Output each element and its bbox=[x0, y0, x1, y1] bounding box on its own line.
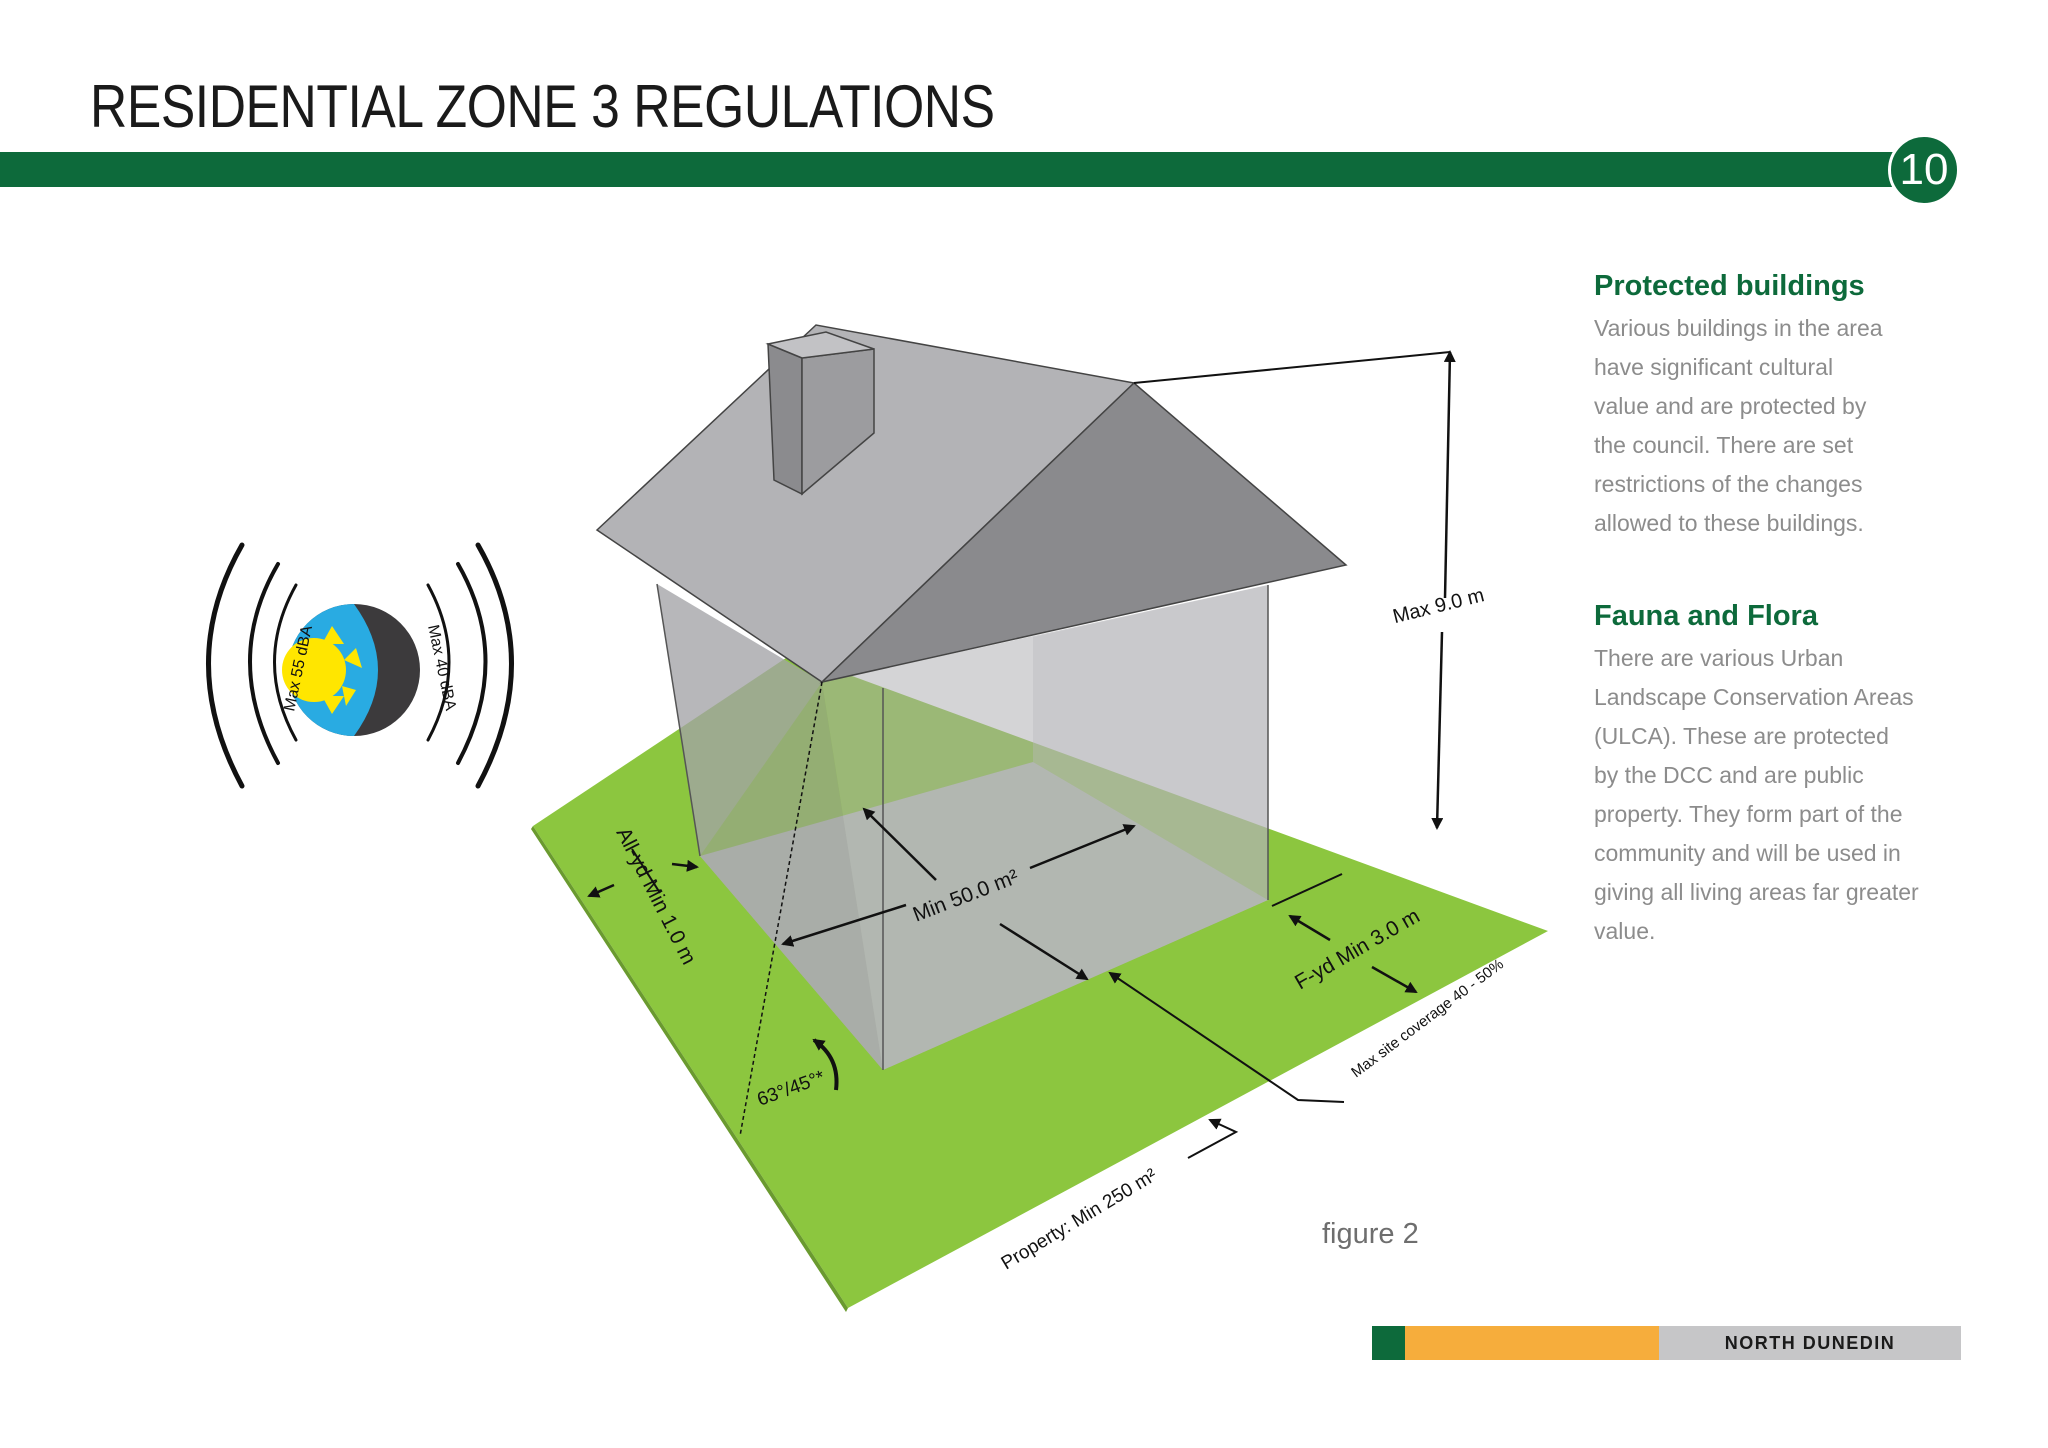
all-yard-arrow-right bbox=[671, 859, 699, 872]
noise-night-label: Max 40 dBA bbox=[424, 623, 459, 712]
front-yard-arrow-down bbox=[1371, 965, 1418, 994]
body-line: community and will be used in bbox=[1594, 840, 1901, 866]
section-body: There are various Urban Landscape Conser… bbox=[1594, 639, 1974, 951]
section-heading: Protected buildings bbox=[1594, 270, 1865, 302]
roof-right bbox=[819, 381, 1348, 684]
front-yard-arrow-up bbox=[1288, 914, 1331, 942]
all-yard-tick bbox=[631, 848, 661, 894]
protected-buildings-section: Protected buildings Various buildings in… bbox=[1594, 270, 1974, 543]
property-size-leader bbox=[1187, 1118, 1239, 1159]
site-coverage-leader bbox=[1108, 971, 1345, 1103]
page-number: 10 bbox=[1888, 134, 1960, 206]
house-front-wall-left bbox=[657, 584, 883, 1070]
front-yard-tick bbox=[1271, 873, 1343, 907]
body-line: restrictions of the changes bbox=[1594, 471, 1863, 497]
body-line: (ULCA). These are protected bbox=[1594, 723, 1889, 749]
footer-label: NORTH DUNEDIN bbox=[1659, 1326, 1961, 1360]
body-line: Landscape Conservation Areas bbox=[1594, 684, 1914, 710]
floor-arrow-up bbox=[862, 807, 937, 881]
height-leader-top bbox=[1133, 351, 1451, 384]
body-line: There are various Urban bbox=[1594, 645, 1844, 671]
chimney-top bbox=[765, 331, 875, 359]
header-bar bbox=[0, 152, 1940, 187]
page-title: RESIDENTIAL ZONE 3 REGULATIONS bbox=[90, 73, 995, 140]
chimney-front bbox=[767, 342, 803, 496]
body-line: value and are protected by bbox=[1594, 393, 1867, 419]
footer-orange-block bbox=[1405, 1326, 1659, 1360]
floor-arrow-right bbox=[1029, 824, 1136, 870]
figure-caption: figure 2 bbox=[1322, 1218, 1419, 1250]
house-left-edge bbox=[656, 583, 701, 857]
max-height-label: Max 9.0 m bbox=[1391, 584, 1487, 628]
sound-wave-icon bbox=[206, 542, 514, 789]
lawn-edge-shadow bbox=[531, 826, 848, 1312]
fauna-flora-section: Fauna and Flora There are various Urban … bbox=[1594, 600, 1974, 951]
height-arrow-down bbox=[1431, 631, 1444, 830]
body-line: allowed to these buildings. bbox=[1594, 510, 1864, 536]
body-line: value. bbox=[1594, 918, 1656, 944]
floor-arrow-left bbox=[781, 903, 907, 947]
day-night-noise-icon: Max 55 dBA Max 40 dBA bbox=[206, 542, 514, 789]
body-line: have significant cultural bbox=[1594, 354, 1834, 380]
body-line: property. They form part of the bbox=[1594, 801, 1903, 827]
height-arrow-up bbox=[1443, 350, 1456, 599]
body-line: by the DCC and are public bbox=[1594, 762, 1864, 788]
section-heading: Fauna and Flora bbox=[1594, 600, 1818, 632]
body-line: Various buildings in the area bbox=[1594, 315, 1883, 341]
moon-crescent bbox=[354, 604, 378, 736]
section-body: Various buildings in the area have signi… bbox=[1594, 309, 1974, 543]
floor-arrow-down bbox=[999, 922, 1089, 981]
all-yard-arrow-left bbox=[587, 883, 615, 898]
body-line: giving all living areas far greater bbox=[1594, 879, 1919, 905]
footer-green-block bbox=[1372, 1326, 1405, 1360]
sun-icon bbox=[282, 626, 362, 714]
angle-arc-arrow bbox=[812, 1038, 839, 1091]
body-line: the council. There are set bbox=[1594, 432, 1854, 458]
house-front-wall-right bbox=[822, 585, 1268, 1070]
